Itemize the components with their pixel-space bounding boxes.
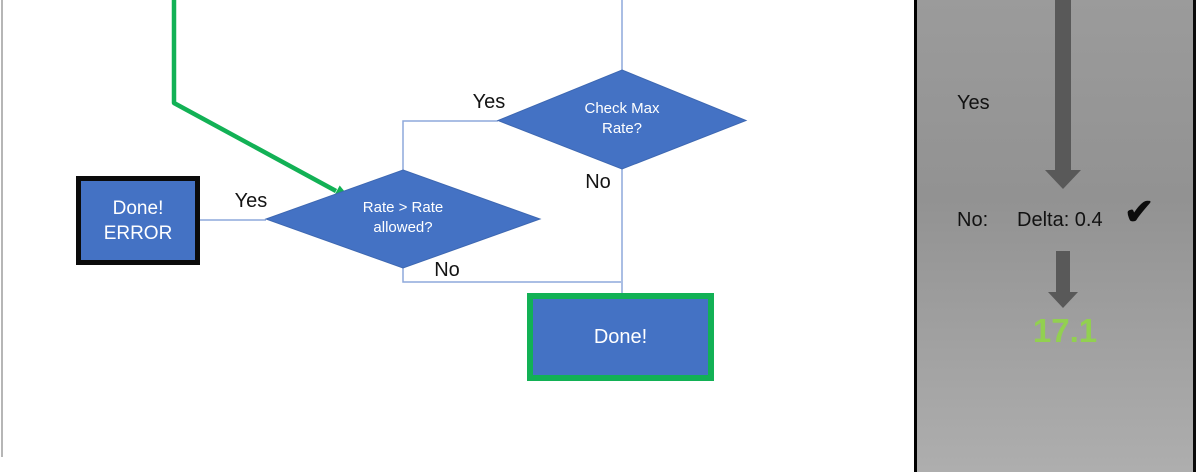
rate-allowed-diamond[interactable] (264, 169, 542, 269)
done-box[interactable]: Done! (527, 293, 714, 381)
big-down-arrow-icon (1045, 170, 1081, 189)
done-error-line1: Done! (112, 197, 164, 219)
check-max-rate-diamond[interactable] (496, 69, 748, 170)
panel-yes-label: Yes (957, 92, 990, 114)
rate-allowed-label: Rate > Rate allowed? (333, 198, 473, 238)
done-error-box[interactable]: Done! ERROR (76, 176, 200, 265)
panel-no-label: No: (957, 209, 989, 231)
check-max-rate-label: Check Max Rate? (552, 99, 692, 139)
edge-label-checkmax-yes: Yes (472, 91, 506, 113)
connector-checkmax-yes (402, 120, 498, 170)
done-box-label: Done! (593, 325, 648, 348)
rate-allowed-label-line2: allowed? (373, 219, 433, 236)
small-down-arrow-shaft (1056, 251, 1070, 292)
small-down-arrow-icon (1048, 292, 1078, 308)
edge-label-rateallowed-no: No (434, 259, 460, 281)
check-max-rate-label-line2: Rate? (601, 120, 643, 137)
connector-rateallowed-no (402, 268, 621, 283)
green-flow-arrow (171, 0, 338, 193)
rate-allowed-label-line1: Rate > Rate (362, 199, 444, 216)
panel-delta-label: Delta: 0.4 (1017, 209, 1103, 231)
done-error-line2: ERROR (103, 222, 173, 244)
check-max-rate-label-line1: Check Max (584, 100, 660, 117)
result-value: 17.1 (1032, 312, 1098, 349)
side-panel: Yes No: Delta: 0.4 ✔ 17.1 (914, 0, 1196, 472)
edge-label-checkmax-no: No (585, 171, 611, 193)
checkmark-icon: ✔ (1124, 191, 1155, 232)
window-edge-line (1, 0, 3, 457)
edge-label-rateallowed-yes: Yes (234, 190, 268, 212)
big-down-arrow-shaft (1055, 0, 1071, 170)
